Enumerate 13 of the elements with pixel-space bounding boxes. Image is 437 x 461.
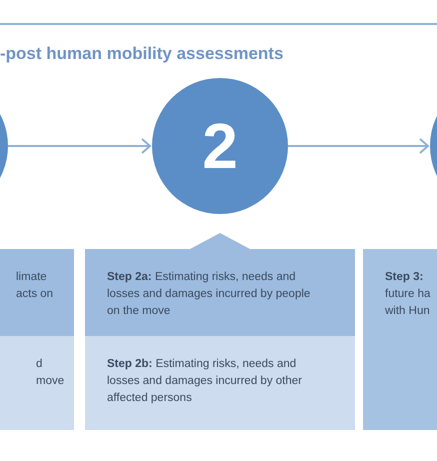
step-number: 2	[202, 114, 238, 178]
step-box	[0, 336, 74, 430]
step-box	[85, 336, 355, 430]
step-text: Step 3: future ha with Hun	[385, 270, 432, 319]
step-text: d move	[36, 357, 66, 389]
title: -post human mobility assessments	[0, 43, 284, 65]
step-text: Step 2b: Estimating risks, needs and losses and damages incurred by other affected persons	[107, 357, 303, 406]
arrow	[8, 138, 152, 154]
step-text: limate acts on	[16, 270, 54, 302]
arrow	[288, 138, 430, 154]
step-text: Step 2a: Estimating risks, needs and losses and damages incurred by people on the move	[107, 270, 312, 319]
step-box	[0, 249, 74, 336]
step-box	[363, 249, 437, 430]
